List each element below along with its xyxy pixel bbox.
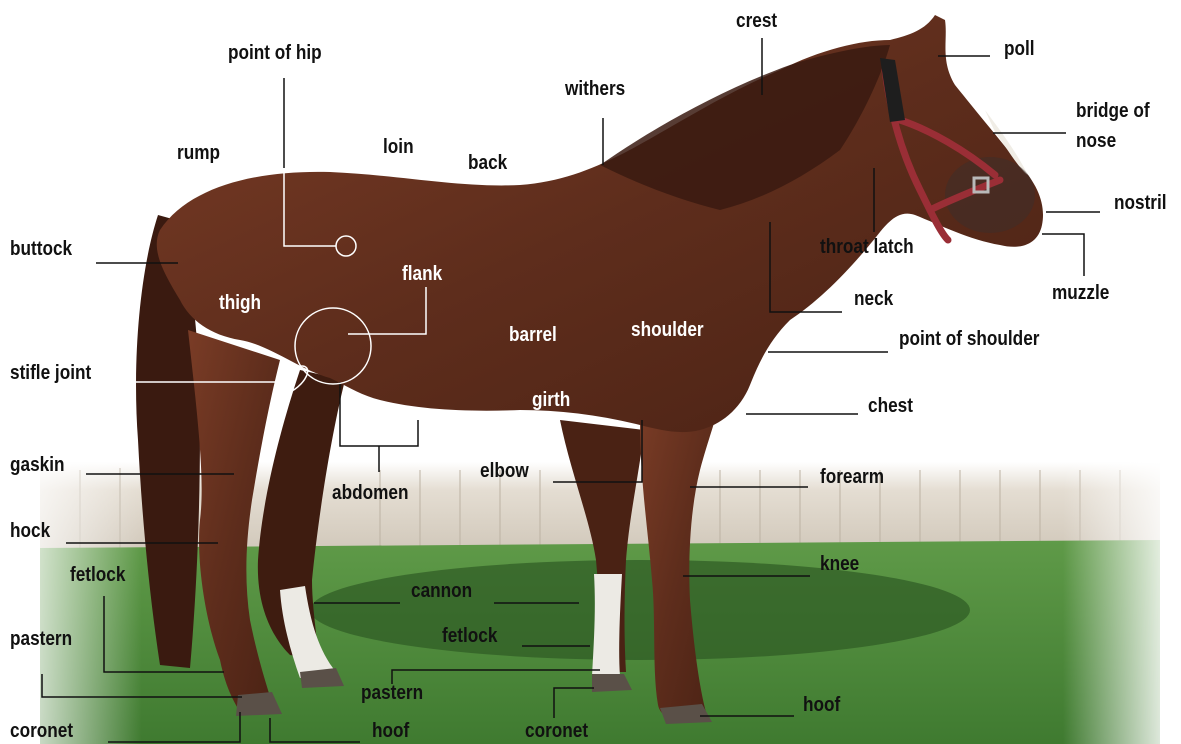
label-crest: crest <box>736 10 777 32</box>
label-pastern-hind: pastern <box>10 628 72 650</box>
label-knee: knee <box>820 553 859 575</box>
label-thigh: thigh <box>219 292 261 314</box>
label-hoof-fore: hoof <box>803 694 840 716</box>
label-girth: girth <box>532 389 570 411</box>
label-coronet-hind: coronet <box>10 720 73 742</box>
label-nostril: nostril <box>1114 192 1167 214</box>
label-point-of-shoulder: point of shoulder <box>899 328 1039 350</box>
label-throat-latch: throat latch <box>820 236 914 258</box>
label-back: back <box>468 152 507 174</box>
label-cannon: cannon <box>411 580 472 602</box>
label-fetlock-hind: fetlock <box>70 564 125 586</box>
label-abdomen: abdomen <box>332 482 408 504</box>
label-withers: withers <box>565 78 625 100</box>
label-chest: chest <box>868 395 913 417</box>
label-coronet-fore: coronet <box>525 720 588 742</box>
label-hoof-hind: hoof <box>372 720 409 742</box>
label-shoulder: shoulder <box>631 319 704 341</box>
label-loin: loin <box>383 136 414 158</box>
label-barrel: barrel <box>509 324 557 346</box>
label-forearm: forearm <box>820 466 884 488</box>
label-neck: neck <box>854 288 893 310</box>
label-gaskin: gaskin <box>10 454 64 476</box>
label-pastern-fore: pastern <box>361 682 423 704</box>
label-bridge-of-nose: bridge of nose <box>1076 100 1150 152</box>
label-buttock: buttock <box>10 238 72 260</box>
label-muzzle: muzzle <box>1052 282 1109 304</box>
label-elbow: elbow <box>480 460 529 482</box>
sock-fore <box>592 574 622 676</box>
label-stifle-joint: stifle joint <box>10 362 91 384</box>
label-rump: rump <box>177 142 220 164</box>
leader-muzzle <box>1042 234 1084 276</box>
label-flank: flank <box>402 263 442 285</box>
label-hock: hock <box>10 520 50 542</box>
label-bridge-of-nose-line-1: bridge of <box>1076 100 1150 122</box>
label-bridge-of-nose-line-2: nose <box>1076 130 1150 152</box>
label-point-of-hip: point of hip <box>228 42 322 64</box>
label-fetlock-fore: fetlock <box>442 625 497 647</box>
label-poll: poll <box>1004 38 1035 60</box>
